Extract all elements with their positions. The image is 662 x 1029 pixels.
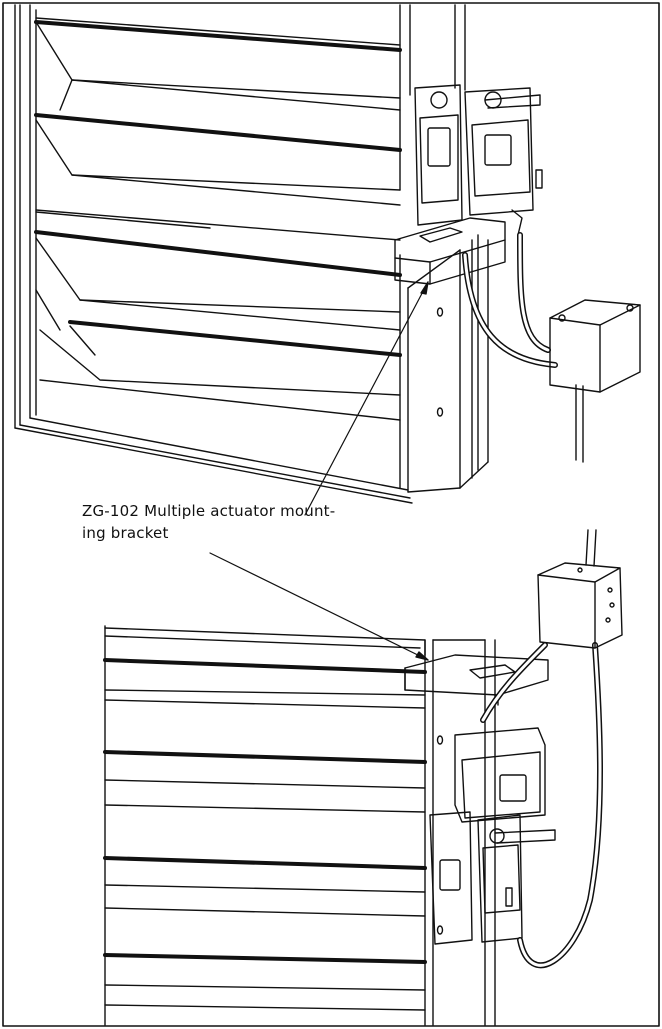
callout-line-2: ing bracket (82, 524, 169, 542)
bottom-damper-illustration (103, 529, 623, 1026)
bottom-damper-blades (103, 658, 427, 1011)
top-junction-box (549, 299, 641, 463)
leader-arrow-top (304, 281, 429, 516)
bottom-flexible-conduit (480, 642, 603, 969)
top-flexible-conduit (462, 232, 558, 368)
top-actuators (414, 84, 543, 236)
callout-line-1: ZG-102 Multiple actuator mount- (82, 502, 336, 520)
callout-arrows (209, 281, 429, 661)
top-damper-blades (34, 17, 402, 421)
bottom-actuators (429, 727, 556, 945)
bottom-junction-box (537, 529, 623, 649)
top-damper-illustration (14, 4, 641, 504)
top-mounting-bracket (394, 217, 506, 285)
top-damper-frame (14, 4, 489, 504)
leader-arrow-bottom (209, 552, 429, 661)
bottom-damper-frame (104, 625, 496, 1026)
bracket-callout-label: ZG-102 Multiple actuator mount- ing brac… (82, 500, 382, 544)
